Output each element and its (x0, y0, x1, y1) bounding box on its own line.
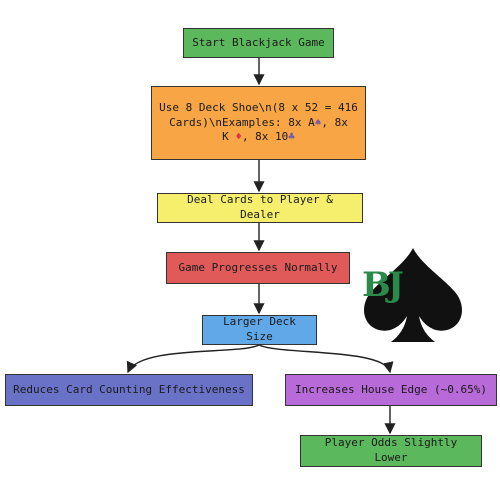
node-reduces-label: Reduces Card Counting Effectiveness (13, 382, 245, 396)
node-start-game: Start Blackjack Game (183, 28, 334, 58)
shoe-line-3b: , 8x 10 (241, 130, 289, 144)
node-increases-label: Increases House Edge (~0.65%) (294, 382, 488, 396)
node-lower-label: Player Odds Slightly Lower (324, 436, 458, 464)
shoe-line-1: Use 8 Deck Shoe\n(8 x 52 = 416 (159, 100, 358, 114)
spade-icon (364, 248, 462, 342)
club-icon: ♣ (288, 130, 295, 144)
shoe-line-2: Cards)\nExamples: 8x A (169, 115, 315, 129)
node-larger-deck: Larger Deck Size (202, 315, 317, 345)
node-reduces-counting: Reduces Card Counting Effectiveness (5, 374, 253, 406)
node-progresses-label: Game Progresses Normally (178, 260, 338, 274)
node-player-odds-lower: Player Odds Slightly Lower (300, 435, 482, 467)
node-deal-cards: Deal Cards to Player & Dealer (157, 193, 363, 223)
node-deal-label: Deal Cards to Player & Dealer (187, 193, 333, 221)
node-shoe-label: Use 8 Deck Shoe\n(8 x 52 = 416 Cards)\nE… (159, 101, 358, 146)
shoe-line-2b: , 8x (321, 115, 348, 129)
arrow-larger-to-reduces (126, 344, 260, 374)
shoe-line-3a: K (222, 130, 229, 144)
node-increases-edge: Increases House Edge (~0.65%) (285, 374, 497, 406)
node-deck-shoe: Use 8 Deck Shoe\n(8 x 52 = 416 Cards)\nE… (151, 86, 366, 160)
arrow-larger-to-increases (258, 344, 394, 374)
node-larger-label: Larger Deck Size (223, 315, 296, 343)
node-game-progresses: Game Progresses Normally (166, 252, 350, 284)
node-start-label: Start Blackjack Game (192, 35, 325, 49)
spade-icon: ♠ (314, 115, 322, 129)
diamond-icon: ♦ (235, 130, 242, 144)
logo-bj-text: BJ (362, 265, 404, 305)
